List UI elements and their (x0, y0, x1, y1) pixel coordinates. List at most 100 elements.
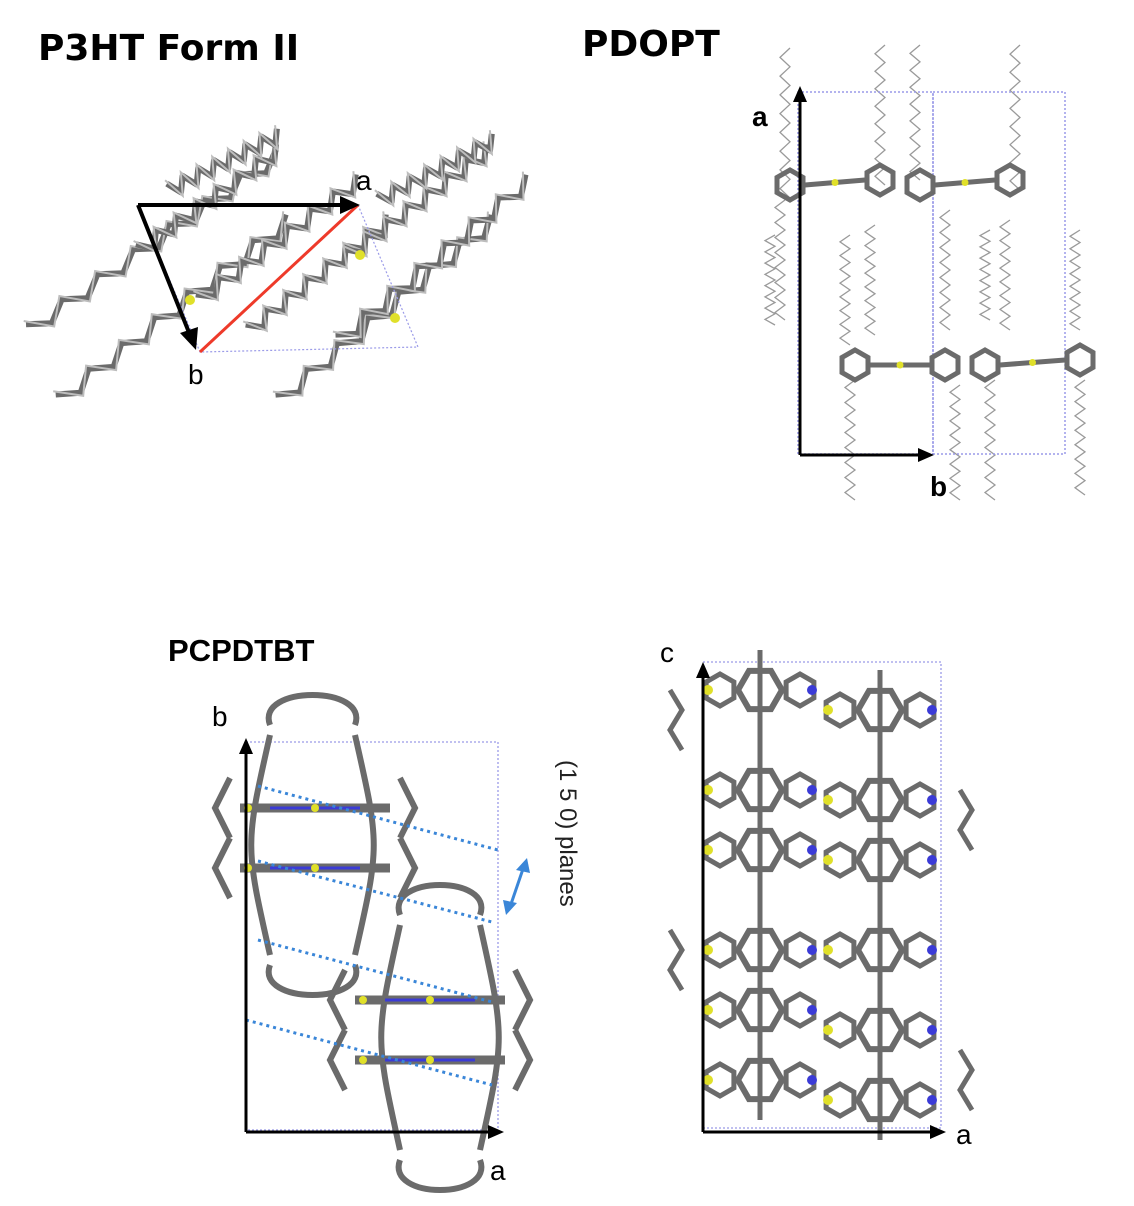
pdopt-ring-2 (904, 167, 936, 203)
p3ht-axis-a-label: a (356, 165, 372, 196)
side-col-b-pent-r-1 (903, 781, 937, 819)
pcpdtbt-axis-b-label: b (212, 701, 228, 732)
side-col-b-ring-5 (854, 1077, 906, 1123)
side-col-b-s-l-1 (823, 795, 833, 805)
side-col-b-s-l-4 (823, 1025, 833, 1035)
pcpdtbt-mol-upper-loop-top (265, 692, 360, 727)
side-col-a-pent-r-5 (783, 1061, 817, 1099)
side-col-a-n-r-3 (807, 945, 817, 955)
pcpdtbt-backbone-3-branch-r (512, 968, 534, 1032)
pdopt-ring-7 (1064, 342, 1096, 378)
side-branch-1 (667, 928, 685, 992)
pcpdtbt-backbone-3-s1 (359, 996, 367, 1004)
pcpdtbt-axis-a-arrow (488, 1125, 504, 1139)
pcpdtbt-backbone-3-branch-l (326, 968, 348, 1032)
side-col-a-s-l-2 (703, 845, 713, 855)
side-col-b-pent-l-5 (823, 1081, 857, 1119)
pcpdtbt-backbone-4-s2 (426, 1056, 434, 1064)
pcpdtbt-backbone-4-s1 (359, 1056, 367, 1064)
side-col-a-n-r-2 (807, 845, 817, 855)
side-col-b-pent-r-3 (903, 931, 937, 969)
side-col-a-n-r-5 (807, 1075, 817, 1085)
side-col-a-pent-r-0 (783, 671, 817, 709)
p3ht-axis-b-arrow (180, 327, 198, 350)
pcpdtbt-side-backbones (667, 650, 975, 1140)
pcpdtbt-side-axis-a-label: a (956, 1119, 972, 1150)
pdopt-ring-0 (774, 167, 806, 203)
pdopt-chain-6 (938, 209, 952, 331)
pdopt-unit-cell-2 (932, 91, 1066, 455)
pcpdtbt-axis-a-label: a (490, 1155, 506, 1186)
p3ht-sulfur-atom-0 (355, 250, 365, 260)
side-col-a-pent-l-4 (703, 991, 737, 1029)
side-branch-0 (667, 688, 685, 752)
pcpdtbt-backbone-1-branch-r (397, 776, 419, 840)
pcpdtbt-backbones (211, 692, 534, 1193)
p3ht-sulfur-atom-2 (185, 295, 195, 305)
side-col-b-n-r-3 (927, 945, 937, 955)
side-col-a-pent-l-2 (703, 831, 737, 869)
side-col-a-ring-3 (734, 927, 786, 973)
pdopt-chain-15 (1073, 379, 1087, 496)
pdopt-ring-1 (864, 162, 896, 198)
p3ht-chain-h-2 (133, 140, 278, 254)
pcpdtbt-backbone-4-branch-l (326, 1028, 348, 1092)
pcpdtbt-plane-spacing-arrow (503, 858, 530, 915)
side-col-b-pent-l-1 (823, 781, 857, 819)
side-col-b-ring-4 (854, 1007, 906, 1053)
pcpdtbt-side-axis-a-arrow (930, 1125, 946, 1139)
side-col-a-pent-r-1 (783, 771, 817, 809)
pcpdtbt-backbone-4-branch-r (512, 1028, 534, 1092)
pdopt-phenyl-rings (774, 162, 1096, 383)
pcpdtbt-backbone-2-branch-l (211, 836, 233, 900)
pdopt-sulfur-1 (961, 179, 969, 186)
side-col-b-n-r-5 (927, 1095, 937, 1105)
pcpdtbt-backbone-3-s2 (426, 996, 434, 1004)
p3ht-alkyl-chains (23, 125, 529, 398)
side-col-b-pent-r-0 (903, 691, 937, 729)
side-col-b-n-r-4 (927, 1025, 937, 1035)
pcpdtbt-backbone-1-s2 (311, 804, 319, 812)
pdopt-sulfur-3 (1029, 359, 1036, 366)
side-col-b-ring-0 (854, 687, 906, 733)
pdopt-ring-4 (839, 347, 871, 383)
side-col-a-s-l-3 (703, 945, 713, 955)
side-col-a-ring-4 (734, 987, 786, 1033)
pcpdtbt-side-axis-c-arrow (696, 662, 710, 678)
pdopt-sulfur-2 (896, 361, 904, 369)
pdopt-ring-6 (969, 347, 1001, 383)
side-col-a-pent-l-1 (703, 771, 737, 809)
p3ht-chain-h-3 (193, 171, 357, 302)
pcpdtbt-backbone-1-branch-l (211, 776, 233, 840)
side-col-b-ring-2 (854, 837, 906, 883)
pdopt-axis-a-arrow (793, 86, 807, 102)
side-col-a-pent-r-2 (783, 831, 817, 869)
side-col-a-s-l-4 (703, 1005, 713, 1015)
side-col-b-pent-l-2 (823, 841, 857, 879)
pdopt-chain-10 (1068, 229, 1082, 331)
pdopt-sulfur-0 (831, 179, 839, 186)
side-col-a-ring-1 (734, 767, 786, 813)
side-col-a-ring-5 (734, 1057, 786, 1103)
side-col-a-ring-2 (734, 827, 786, 873)
pdopt-chain-4 (773, 199, 787, 321)
pdopt-ring-3 (994, 162, 1026, 198)
pcpdtbt-side-unit-cell (702, 661, 942, 1129)
side-col-a-n-r-4 (807, 1005, 817, 1015)
pdopt-chain-1 (874, 44, 886, 186)
pcpdtbt-side-axis-c-label: c (660, 637, 674, 668)
pdopt-chain-11 (763, 234, 777, 326)
side-col-b-ring-3 (854, 927, 906, 973)
side-col-b-pent-l-0 (823, 691, 857, 729)
pdopt-title: PDOPT (582, 24, 720, 65)
pcpdtbt-axis-b-arrow (239, 738, 253, 754)
side-col-a-pent-l-3 (703, 931, 737, 969)
p3ht-chain-h-8 (374, 130, 494, 208)
pdopt-axis-b-label: b (930, 471, 947, 502)
pdopt-chain-2 (908, 44, 922, 181)
side-col-b-pent-r-2 (903, 841, 937, 879)
side-col-b-s-l-3 (823, 945, 833, 955)
pdopt-chain-8 (838, 234, 852, 346)
